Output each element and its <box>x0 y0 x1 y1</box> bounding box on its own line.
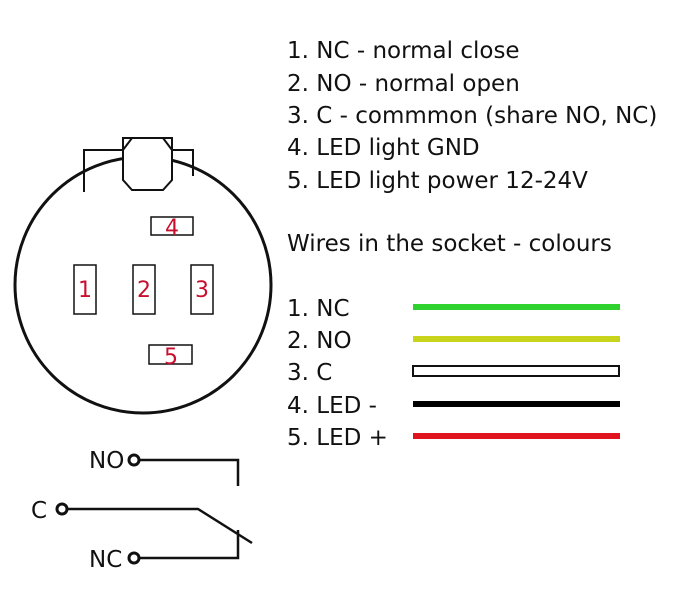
pin-2: 2 <box>132 264 156 315</box>
switch-label-c: C <box>31 498 47 524</box>
wire-row-c: 3. C <box>287 360 620 386</box>
pin-desc-2: 2. NO - normal open <box>287 71 520 97</box>
pin-3: 3 <box>190 264 214 315</box>
pin-desc-3: 3. C - commmon (share NO, NC) <box>287 103 657 129</box>
switch-label-nc: NC <box>89 547 122 573</box>
pin-desc-5: 5. LED light power 12-24V <box>287 168 588 194</box>
wire-label-nc: 1. NC <box>287 296 350 322</box>
wire-swatch-c <box>412 365 620 377</box>
wires-title: Wires in the socket - colours <box>287 231 612 257</box>
connector-socket: 4 1 2 3 5 <box>13 137 273 415</box>
pin-desc-4: 4. LED light GND <box>287 135 480 161</box>
switch-label-no: NO <box>89 448 124 474</box>
wire-no <box>139 458 240 486</box>
pin-1-label: 1 <box>78 278 92 303</box>
wire-nc <box>139 530 240 560</box>
pin-3-label: 3 <box>195 278 209 303</box>
pin-2-label: 2 <box>137 278 151 303</box>
wire-row-led-minus: 4. LED - <box>287 393 620 419</box>
pin-4: 4 <box>150 216 194 241</box>
connector-key <box>122 137 173 191</box>
wire-legend: 1. NC 2. NO 3. C 4. LED - 5. LED + <box>287 296 620 451</box>
pin-5-label: 5 <box>164 345 178 370</box>
terminal-c <box>55 502 69 516</box>
pin-1: 1 <box>73 264 97 315</box>
wire-c <box>67 507 253 545</box>
switch-schematic: NO C NC <box>31 448 253 573</box>
wire-row-no: 2. NO <box>287 328 620 354</box>
wire-row-nc: 1. NC <box>287 296 620 322</box>
terminal-nc <box>127 551 141 565</box>
pin-5: 5 <box>148 344 193 370</box>
wire-row-led-plus: 5. LED + <box>287 425 620 451</box>
pin-description-list: 1. NC - normal close 2. NO - normal open… <box>287 38 657 194</box>
pin-4-label: 4 <box>165 216 179 241</box>
wire-label-led-minus: 4. LED - <box>287 393 377 419</box>
wire-label-led-plus: 5. LED + <box>287 425 388 451</box>
wire-label-no: 2. NO <box>287 328 352 354</box>
pin-desc-1: 1. NC - normal close <box>287 38 520 64</box>
terminal-no <box>127 453 141 467</box>
wire-label-c: 3. C <box>287 360 332 386</box>
